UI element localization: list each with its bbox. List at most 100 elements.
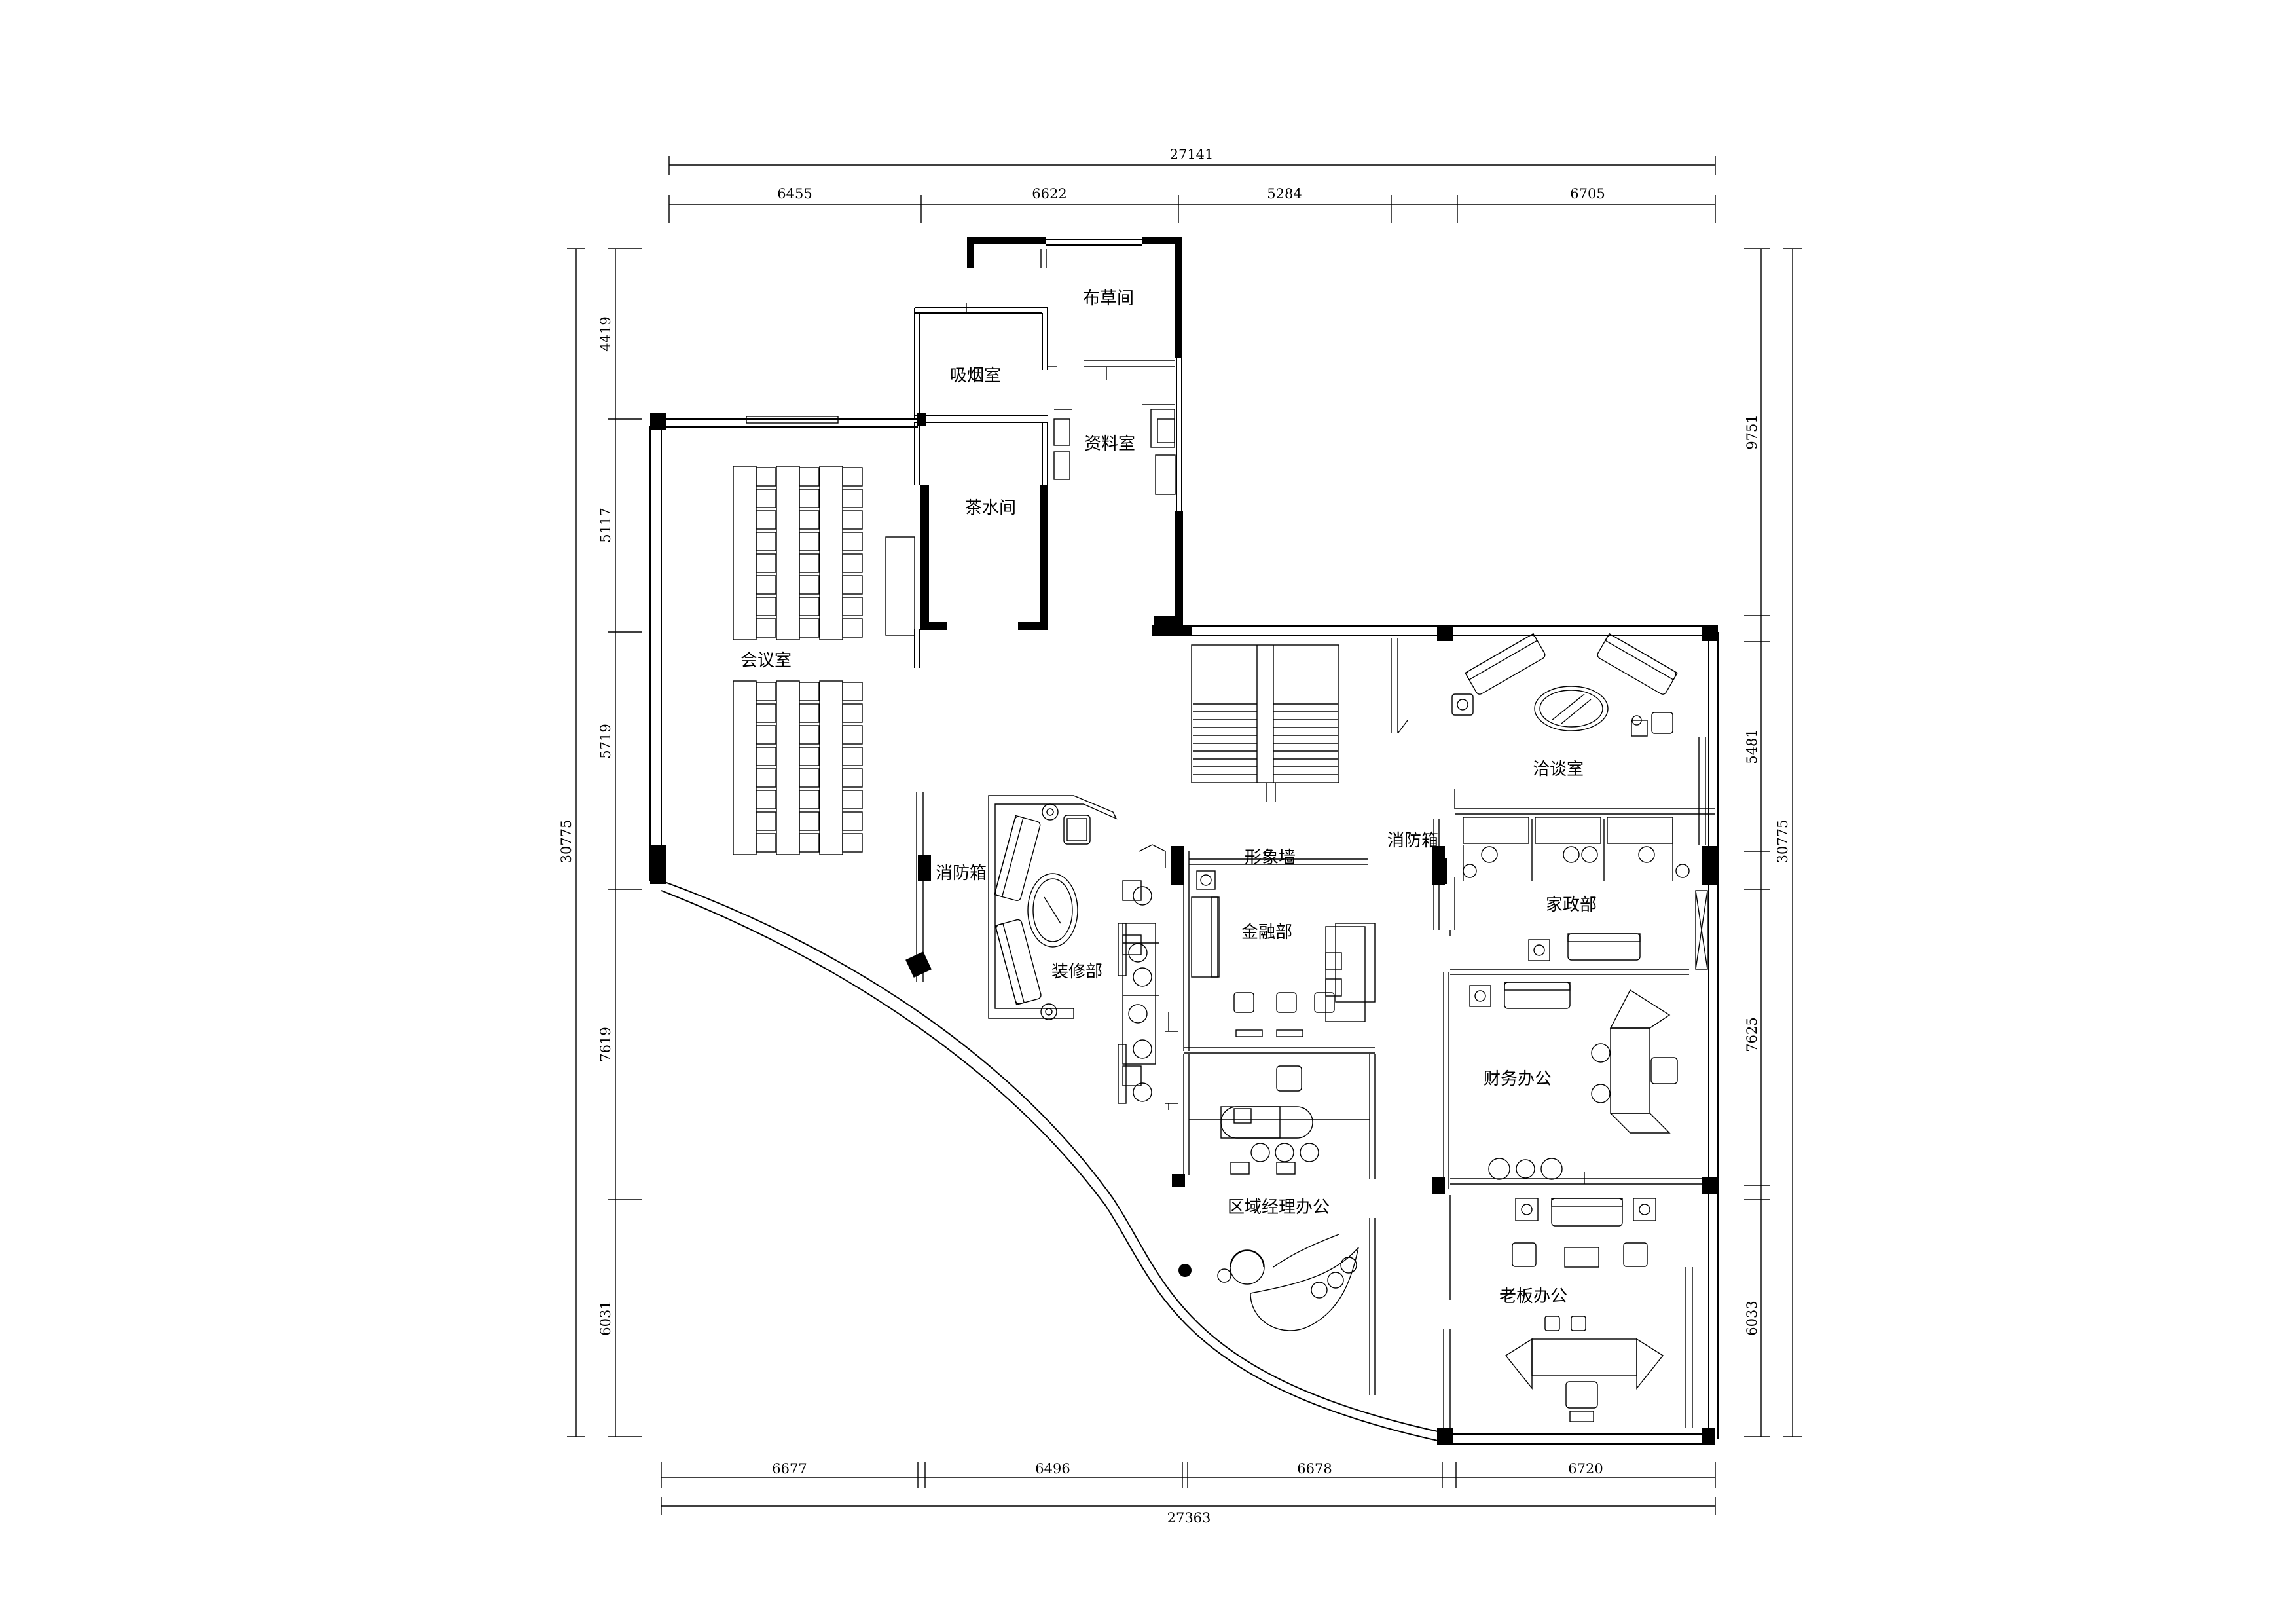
label-tea-room: 茶水间: [965, 498, 1016, 518]
meeting-chair: [756, 553, 776, 573]
meeting-chair: [799, 575, 820, 595]
room-labels: 布草间 吸烟室 资料室 茶水间 会议室 洽谈室 消防箱 消防箱 装修部 形象墙 …: [740, 289, 1597, 1306]
meeting-chair: [799, 747, 820, 766]
meeting-chair: [799, 768, 820, 788]
dimension-labels: 27141 6455 6622 5284 6705 6677 6496 6678…: [558, 147, 1791, 1526]
dim-top-3: 5284: [1267, 186, 1302, 202]
meeting-chair: [842, 575, 863, 595]
meeting-chair: [799, 833, 820, 853]
label-meeting-room: 会议室: [740, 651, 792, 671]
dim-right-2: 5481: [1744, 729, 1760, 764]
meeting-chair: [799, 618, 820, 638]
label-image-wall: 形象墙: [1245, 848, 1296, 868]
housekeeping-furniture: [1449, 817, 1708, 975]
meeting-chair: [756, 575, 776, 595]
meeting-chair: [799, 682, 820, 701]
dimension-lines: [567, 156, 1802, 1515]
meeting-chair: [799, 703, 820, 723]
dim-left-2: 5117: [598, 507, 613, 542]
meeting-chair: [799, 532, 820, 551]
meeting-chair: [842, 510, 863, 530]
meeting-chair: [756, 682, 776, 701]
meeting-chair: [799, 510, 820, 530]
column-round: [1178, 1264, 1192, 1277]
meeting-chair: [842, 768, 863, 788]
meeting-chair: [756, 833, 776, 853]
dim-top-4: 6705: [1570, 186, 1605, 202]
dim-top-2: 6622: [1032, 186, 1066, 202]
meeting-chair: [799, 489, 820, 508]
meeting-chair: [842, 597, 863, 616]
meeting-chair: [842, 790, 863, 809]
meeting-chair: [842, 811, 863, 831]
label-decoration-dept: 装修部: [1051, 962, 1102, 982]
meeting-chair: [842, 833, 863, 853]
meeting-chair: [799, 553, 820, 573]
dim-left-total: 30775: [558, 820, 574, 864]
label-archive-room: 资料室: [1084, 434, 1135, 454]
boss-office-furniture: [1443, 1195, 1693, 1434]
label-fire-box-right: 消防箱: [1387, 831, 1438, 851]
dim-bottom-3: 6678: [1297, 1461, 1332, 1477]
meeting-chair: [842, 532, 863, 551]
meeting-chair: [842, 618, 863, 638]
dim-bottom-total: 27363: [1167, 1510, 1211, 1526]
meeting-chair: [799, 725, 820, 745]
meeting-chair: [799, 811, 820, 831]
regional-office-furniture: [1183, 1054, 1376, 1395]
meeting-chair: [756, 703, 776, 723]
dim-right-4: 6033: [1744, 1301, 1760, 1335]
finance-dept-furniture: [1183, 851, 1376, 1054]
finance-office-furniture: [1443, 972, 1709, 1189]
dim-top-total: 27141: [1170, 147, 1214, 162]
label-negotiation-room: 洽谈室: [1533, 760, 1584, 779]
label-fire-box-left: 消防箱: [936, 864, 987, 883]
meeting-chair: [842, 747, 863, 766]
service-rooms: [885, 237, 1183, 668]
meeting-room-furniture: [733, 466, 863, 855]
meeting-chair: [756, 532, 776, 551]
dim-left-1: 4419: [598, 316, 613, 351]
meeting-chair: [756, 489, 776, 508]
corridor-walls: [916, 792, 1447, 982]
meeting-chair: [842, 682, 863, 701]
meeting-chair: [756, 768, 776, 788]
meeting-chair: [842, 703, 863, 723]
dim-right-1: 9751: [1744, 415, 1760, 449]
meeting-chair: [756, 790, 776, 809]
dim-left-5: 6031: [598, 1301, 613, 1335]
dim-bottom-2: 6496: [1035, 1461, 1070, 1477]
meeting-chair: [842, 725, 863, 745]
decoration-dept-furniture: [988, 795, 1179, 1110]
label-finance-dept: 金融部: [1241, 923, 1292, 942]
label-housekeeping-dept: 家政部: [1546, 895, 1597, 915]
dim-right-3: 7625: [1744, 1017, 1760, 1052]
label-regional-manager-office: 区域经理办公: [1228, 1198, 1330, 1217]
meeting-chair: [842, 467, 863, 487]
dim-left-3: 5719: [598, 724, 613, 758]
dim-bottom-1: 6677: [772, 1461, 807, 1477]
meeting-chair: [756, 618, 776, 638]
dim-top-1: 6455: [777, 186, 812, 202]
meeting-chair: [842, 489, 863, 508]
meeting-chair: [842, 553, 863, 573]
meeting-chair: [756, 811, 776, 831]
label-boss-office: 老板办公: [1499, 1287, 1567, 1306]
meeting-chair: [799, 790, 820, 809]
meeting-chair: [799, 597, 820, 616]
meeting-chair: [756, 597, 776, 616]
label-finance-office: 财务办公: [1484, 1069, 1552, 1089]
meeting-chair: [756, 510, 776, 530]
label-smoking-room: 吸烟室: [950, 366, 1001, 386]
meeting-chair: [799, 467, 820, 487]
meeting-chair: [756, 467, 776, 487]
meeting-chair: [756, 725, 776, 745]
dim-left-4: 7619: [598, 1027, 613, 1061]
negotiation-room-furniture: [1451, 633, 1715, 845]
staircase: [1191, 638, 1408, 802]
meeting-chair: [756, 747, 776, 766]
outer-walls: [649, 416, 1719, 1445]
label-cloth-room: 布草间: [1083, 289, 1134, 308]
dim-bottom-4: 6720: [1568, 1461, 1603, 1477]
